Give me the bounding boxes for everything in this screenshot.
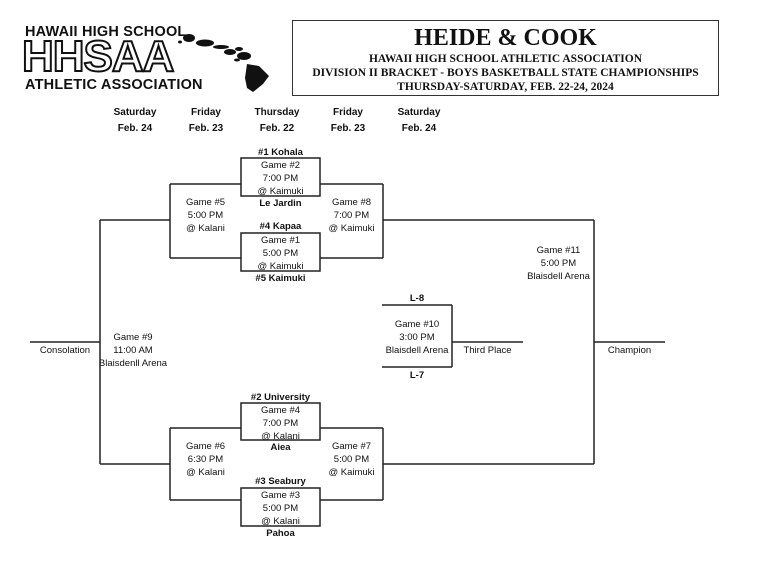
game-7-info: Game #7 5:00 PM @ Kaimuki bbox=[316, 440, 387, 479]
game-time: 5:00 PM bbox=[333, 454, 370, 465]
game-9-info: Game #9 11:00 AM Blaisdenll Arena bbox=[98, 331, 168, 370]
game-time: 7:00 PM bbox=[262, 418, 299, 429]
game-4-info: Game #4 7:00 PM @ Kalani bbox=[241, 404, 320, 443]
game-venue: @ Kalani bbox=[261, 431, 300, 442]
game-4-seed-top: #2 University bbox=[250, 392, 311, 403]
organization-name: HAWAII HIGH SCHOOL ATHLETIC ASSOCIATION bbox=[368, 53, 643, 65]
game-venue: @ Kaimuki bbox=[328, 223, 375, 234]
column-header-4: Friday Feb. 23 bbox=[308, 105, 388, 137]
game-name: Game #11 bbox=[536, 245, 581, 256]
game-time: 5:00 PM bbox=[262, 503, 299, 514]
game-5-info: Game #5 5:00 PM @ Kalani bbox=[170, 196, 241, 235]
game-venue: Blaisdenll Arena bbox=[98, 358, 168, 369]
title-box: HEIDE & COOK HAWAII HIGH SCHOOL ATHLETIC… bbox=[292, 20, 719, 96]
column-date: Feb. 24 bbox=[117, 123, 153, 134]
game-name: Game #6 bbox=[185, 441, 226, 452]
logo-line-3: ATHLETIC ASSOCIATION bbox=[25, 77, 203, 93]
bracket-description: DIVISION II BRACKET - BOYS BASKETBALL ST… bbox=[312, 67, 699, 79]
game-3-seed-top: #3 Seabury bbox=[255, 476, 306, 487]
game-1-seed-bottom: #5 Kaimuki bbox=[255, 273, 306, 284]
game-3-info: Game #3 5:00 PM @ Kalani bbox=[241, 489, 320, 528]
game-4-box bbox=[240, 402, 321, 441]
champion-label: Champion bbox=[607, 345, 652, 356]
column-header-1: Saturday Feb. 24 bbox=[95, 105, 175, 137]
game-2-seed-bottom: Le Jardin bbox=[259, 198, 302, 209]
game-4-seed-bottom: Aiea bbox=[270, 442, 291, 453]
game-time: 11:00 AM bbox=[113, 345, 153, 356]
game-3-seed-bottom: Pahoa bbox=[266, 528, 295, 539]
game-name: Game #5 bbox=[185, 197, 226, 208]
game-name: Game #7 bbox=[331, 441, 372, 452]
game-10-top-label: L-8 bbox=[409, 293, 425, 304]
column-date: Feb. 24 bbox=[401, 123, 437, 134]
game-venue: @ Kaimuki bbox=[328, 467, 375, 478]
game-10-info: Game #10 3:00 PM Blaisdell Arena bbox=[382, 318, 452, 357]
game-venue: Blaisdell Arena bbox=[385, 345, 449, 356]
column-header-2: Friday Feb. 23 bbox=[166, 105, 246, 137]
game-time: 6:30 PM bbox=[187, 454, 224, 465]
game-2-info: Game #2 7:00 PM @ Kaimuki bbox=[241, 159, 320, 198]
consolation-label: Consolation bbox=[39, 345, 91, 356]
game-1-box bbox=[240, 232, 321, 272]
column-header-5: Saturday Feb. 24 bbox=[379, 105, 459, 137]
game-name: Game #10 bbox=[394, 319, 440, 330]
game-time: 5:00 PM bbox=[262, 248, 299, 259]
column-day: Saturday bbox=[397, 107, 441, 118]
game-venue: Blaisdell Arena bbox=[527, 271, 590, 282]
page-title: HEIDE & COOK bbox=[414, 25, 597, 51]
game-2-seed-top: #1 Kohala bbox=[258, 147, 303, 158]
column-date: Feb. 23 bbox=[188, 123, 224, 134]
game-venue: @ Kalani bbox=[186, 467, 225, 478]
logo-acronym: HHSAA bbox=[21, 32, 175, 81]
logo-line-1: HAWAII HIGH SCHOOL bbox=[25, 24, 187, 40]
game-time: 7:00 PM bbox=[333, 210, 370, 221]
game-11-info: Game #11 5:00 PM Blaisdell Arena bbox=[523, 244, 594, 283]
game-name: Game #2 bbox=[260, 160, 301, 171]
game-name: Game #9 bbox=[113, 332, 153, 343]
game-6-info: Game #6 6:30 PM @ Kalani bbox=[170, 440, 241, 479]
game-venue: @ Kaimuki bbox=[257, 186, 304, 197]
column-day: Thursday bbox=[254, 107, 300, 118]
game-name: Game #8 bbox=[331, 197, 372, 208]
game-8-info: Game #8 7:00 PM @ Kaimuki bbox=[316, 196, 387, 235]
game-name: Game #1 bbox=[260, 235, 301, 246]
game-1-info: Game #1 5:00 PM @ Kaimuki bbox=[241, 234, 320, 273]
game-venue: @ Kalani bbox=[186, 223, 225, 234]
game-time: 7:00 PM bbox=[262, 173, 299, 184]
game-name: Game #3 bbox=[260, 490, 301, 501]
third-place-label: Third Place bbox=[463, 345, 512, 356]
game-time: 5:00 PM bbox=[540, 258, 577, 269]
game-3-box bbox=[240, 487, 321, 527]
column-day: Friday bbox=[190, 107, 221, 118]
column-date: Feb. 23 bbox=[330, 123, 366, 134]
game-venue: @ Kalani bbox=[261, 516, 300, 527]
event-dates: THURSDAY-SATURDAY, FEB. 22-24, 2024 bbox=[397, 81, 614, 93]
game-time: 5:00 PM bbox=[187, 210, 224, 221]
column-header-3: Thursday Feb. 22 bbox=[237, 105, 317, 137]
game-10-bottom-label: L-7 bbox=[409, 370, 425, 381]
column-date: Feb. 22 bbox=[259, 123, 295, 134]
column-day: Friday bbox=[332, 107, 363, 118]
game-time: 3:00 PM bbox=[399, 332, 435, 343]
game-1-seed-top: #4 Kapaa bbox=[259, 221, 302, 232]
game-name: Game #4 bbox=[260, 405, 301, 416]
game-venue: @ Kaimuki bbox=[257, 261, 304, 272]
hawaii-islands-icon bbox=[178, 34, 269, 92]
game-2-box bbox=[240, 157, 321, 197]
column-day: Saturday bbox=[113, 107, 157, 118]
